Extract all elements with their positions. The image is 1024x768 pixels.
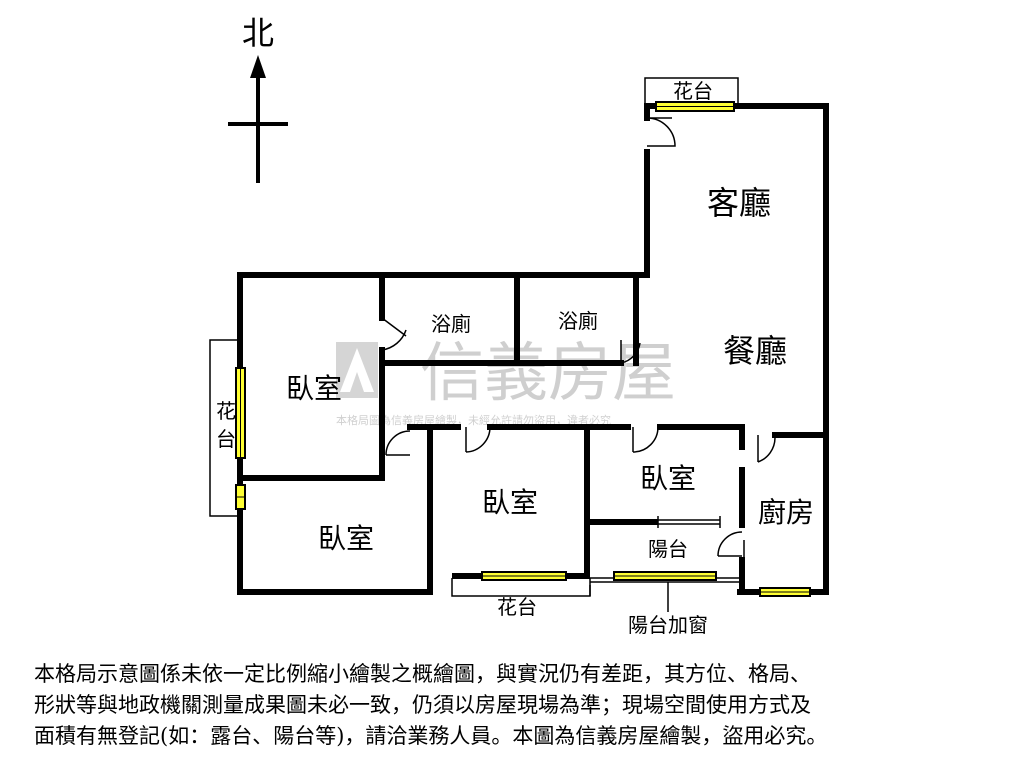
watermark: 信義房屋 本格局圖為信義房屋繪製，未經允許請勿盜用，違者必究 [336,337,676,427]
room-label-bedroom-center: 臥室 [482,486,538,519]
room-label-bedroom-small: 臥室 [640,462,696,495]
watermark-notice: 本格局圖為信義房屋繪製，未經允許請勿盜用，違者必究 [336,413,611,427]
disclaimer-text: 本格局示意圖係未依一定比例縮小繪製之概繪圖，與實況仍有差距，其方位、格局、 形狀… [34,662,828,748]
planter-label-west-2: 台 [216,427,236,451]
room-label-living: 客廳 [707,184,771,222]
doors [381,117,776,557]
planter-label-west-1: 花 [216,399,236,423]
sliding-door [657,516,721,528]
window-mullions [236,106,810,593]
north-label: 北 [242,14,274,52]
room-label-balcony: 陽台 [648,537,688,561]
room-label-bath-left: 浴廁 [431,312,471,336]
planter-label-south: 花台 [497,595,537,619]
room-label-bath-right: 浴廁 [558,309,598,333]
north-compass: 北 [228,14,288,183]
planter-label-top: 花台 [673,79,713,103]
room-label-kitchen: 廚房 [758,496,814,529]
brand-logo-icon [336,342,378,398]
balcony-window-annotation: 陽台加窗 [628,613,708,637]
floor-plan: 北 信義房屋 本格局圖為信義房屋繪製，未經允許請勿盜用，違者必究 [209,14,829,637]
room-label-bedroom-nw: 臥室 [286,372,342,405]
room-label-bedroom-sw: 臥室 [318,522,374,555]
room-label-dining: 餐廳 [723,332,787,370]
